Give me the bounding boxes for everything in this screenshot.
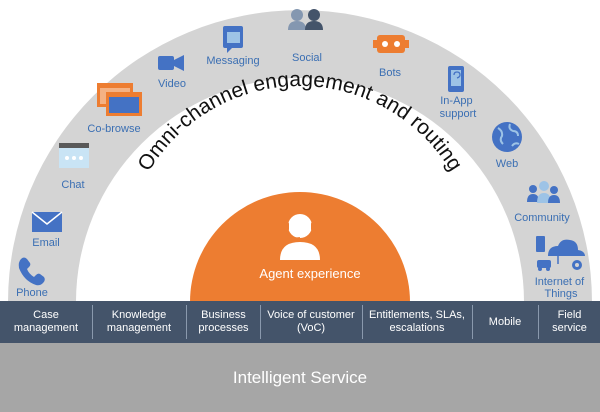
mobile-app-icon [448,66,464,92]
iot-line-1: Internet of [535,276,585,288]
channel-label-chat: Chat [61,179,84,191]
capability-label: Business processes [198,309,249,334]
capability-case-management: Case management [0,301,92,343]
email-icon [31,211,63,232]
agent-experience-label: Agent experience [259,266,361,281]
bar-divider [260,305,261,339]
capability-label: Mobile [488,315,522,328]
capability-mobile: Mobile [473,301,537,343]
bot-icon [373,35,409,53]
capability-label: Voice of customer (VoC) [267,309,355,334]
capability-bar [0,301,600,343]
channel-label-bots: Bots [379,67,402,79]
footer-title: Intelligent Service [232,368,368,387]
channel-label-social: Social [292,52,322,64]
capability-label: Field service [552,309,587,334]
capability-voice-of-customer: Voice of customer (VoC) [261,301,361,343]
inner-white-arc [76,78,524,302]
capability-knowledge-management: Knowledge management [93,301,185,343]
channel-label-video: Video [158,78,186,90]
channel-label-web: Web [496,158,518,170]
in-app-line-1: In-App [440,95,472,107]
video-camera-icon [158,55,184,71]
bar-divider [362,305,363,339]
phone-icon [18,257,45,286]
iot-devices-icon [536,236,585,271]
capability-label: Case management [13,309,79,334]
capability-label: Knowledge management [106,309,172,334]
footer-band [0,343,600,412]
channel-label-co-browse: Co-browse [87,123,140,135]
globe-icon [492,122,522,152]
channel-label-community: Community [514,212,570,224]
iot-line-2: Things [544,288,578,300]
capability-label: Entitlements, SLAs, escalations [369,309,465,334]
channel-label-internet-of-things: Internet of Things [535,276,588,300]
channel-label-in-app-support: In-App support [440,95,477,120]
chat-icon [59,143,89,168]
bar-divider [538,305,539,339]
bar-divider [186,305,187,339]
capability-entitlements-slas: Entitlements, SLAs, escalations [363,301,471,343]
capability-business-processes: Business processes [187,301,260,343]
capability-field-service: Field service [539,301,600,343]
bar-divider [92,305,93,339]
agent-headset-icon [280,210,320,260]
community-icon [527,181,560,203]
bar-divider [472,305,473,339]
co-browse-icon [97,83,142,116]
social-people-icon [288,9,323,30]
channel-label-messaging: Messaging [206,55,259,67]
messaging-icon [223,26,243,53]
in-app-line-2: support [440,108,477,120]
channel-label-email: Email [32,237,60,249]
channel-label-phone: Phone [16,287,48,299]
